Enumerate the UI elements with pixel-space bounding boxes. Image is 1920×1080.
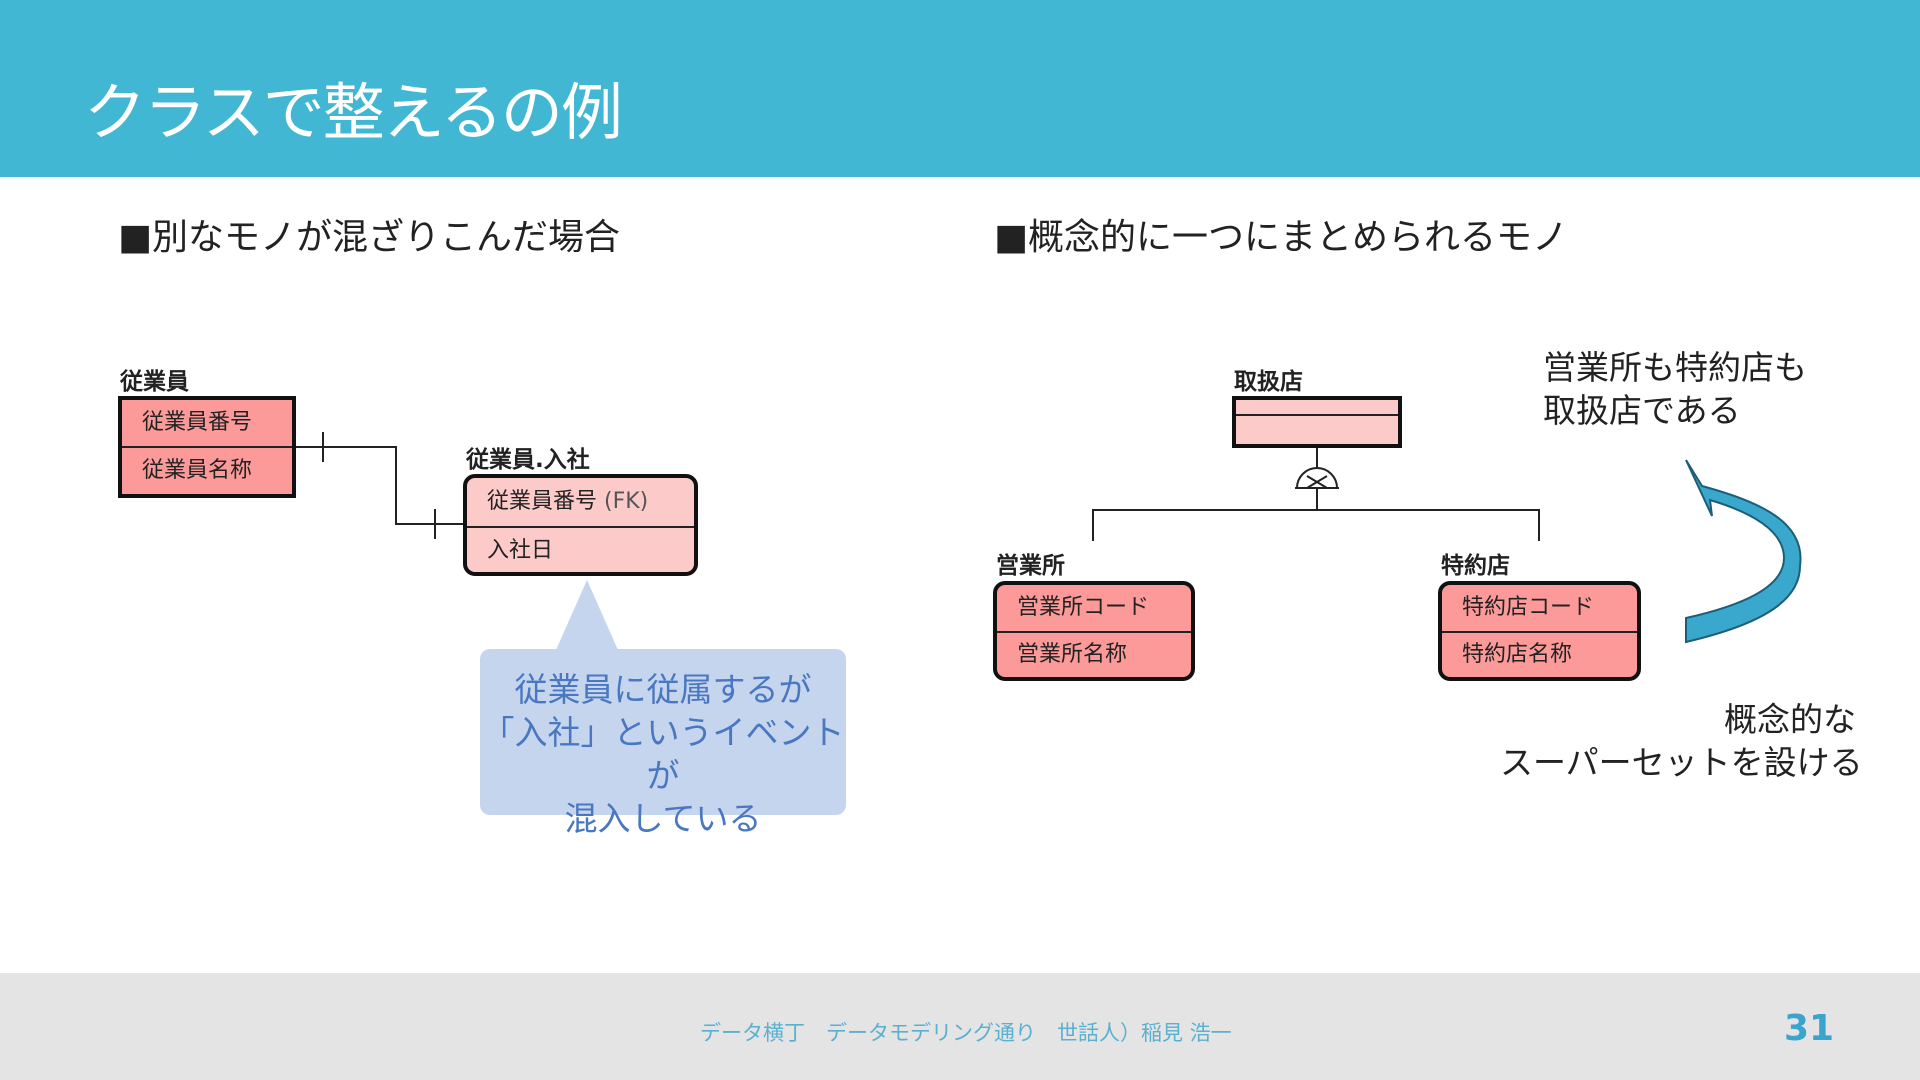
entity-employee: 従業員番号 従業員名称 bbox=[118, 396, 296, 498]
note-top: 営業所も特約店も 取扱店である bbox=[1543, 346, 1807, 432]
callout-line: 混入している bbox=[564, 799, 762, 838]
discriminator-cross bbox=[1306, 475, 1328, 489]
slide-title: クラスで整えるの例 bbox=[84, 76, 623, 149]
entity-label-employee: 従業員 bbox=[120, 369, 189, 395]
attr-sales-office-code: 営業所コード bbox=[997, 585, 1191, 633]
curved-arrow bbox=[1685, 459, 1802, 644]
right-section-heading: ■概念的に一つにまとめられるモノ bbox=[994, 217, 1569, 258]
attr-sales-office-name: 営業所名称 bbox=[1017, 642, 1128, 667]
attr-employee-name: 従業員名称 bbox=[142, 458, 253, 483]
note-top-line: 営業所も特約店も bbox=[1543, 348, 1807, 387]
note-bottom-line: 概念的な bbox=[1724, 700, 1856, 739]
entity-dealer bbox=[1232, 396, 1402, 448]
fk-marker: (FK) bbox=[604, 489, 649, 514]
attr-agent-name: 特約店名称 bbox=[1462, 642, 1573, 667]
header-bar bbox=[0, 0, 1920, 177]
callout-tail bbox=[556, 580, 618, 650]
note-bottom: 概念的な スーパーセットを設ける bbox=[1500, 698, 1863, 784]
relationship-line bbox=[296, 446, 466, 525]
callout-line: 「入社」というイベントが bbox=[481, 713, 845, 795]
attr-employee-number: 従業員番号 bbox=[122, 400, 292, 448]
entity-agent: 特約店コード 特約店名称 bbox=[1438, 581, 1641, 681]
entity-label-dealer: 取扱店 bbox=[1234, 369, 1303, 395]
callout-box: 従業員に従属するが 「入社」というイベントが 混入している bbox=[480, 649, 846, 838]
attr-hire-date: 入社日 bbox=[487, 538, 554, 563]
attr-agent-code: 特約店コード bbox=[1442, 585, 1637, 633]
left-section-heading: ■別なモノが混ざりこんだ場合 bbox=[118, 217, 621, 258]
footer-text: データ横丁 データモデリング通り 世話人）稲見 浩一 bbox=[700, 1021, 1232, 1045]
page-number: 31 bbox=[1784, 1008, 1835, 1049]
attr-hire-fk: 従業員番号 (FK) bbox=[467, 478, 694, 528]
entity-label-sales-office: 営業所 bbox=[996, 553, 1065, 579]
callout-line: 従業員に従属するが bbox=[514, 670, 812, 709]
footer-bar bbox=[0, 973, 1920, 1080]
note-top-line: 取扱店である bbox=[1543, 391, 1741, 430]
entity-label-agent: 特約店 bbox=[1441, 553, 1510, 579]
entity-sales-office: 営業所コード 営業所名称 bbox=[993, 581, 1195, 681]
entity-label-hire: 従業員.入社 bbox=[466, 447, 590, 473]
note-bottom-line: スーパーセットを設ける bbox=[1500, 743, 1863, 782]
subtype-discriminator bbox=[1295, 467, 1339, 489]
attr-hire-fk-name: 従業員番号 bbox=[487, 489, 598, 514]
tree-branch bbox=[1092, 509, 1540, 541]
dealer-key-area bbox=[1236, 400, 1398, 416]
entity-hire: 従業員番号 (FK) 入社日 bbox=[463, 474, 698, 576]
